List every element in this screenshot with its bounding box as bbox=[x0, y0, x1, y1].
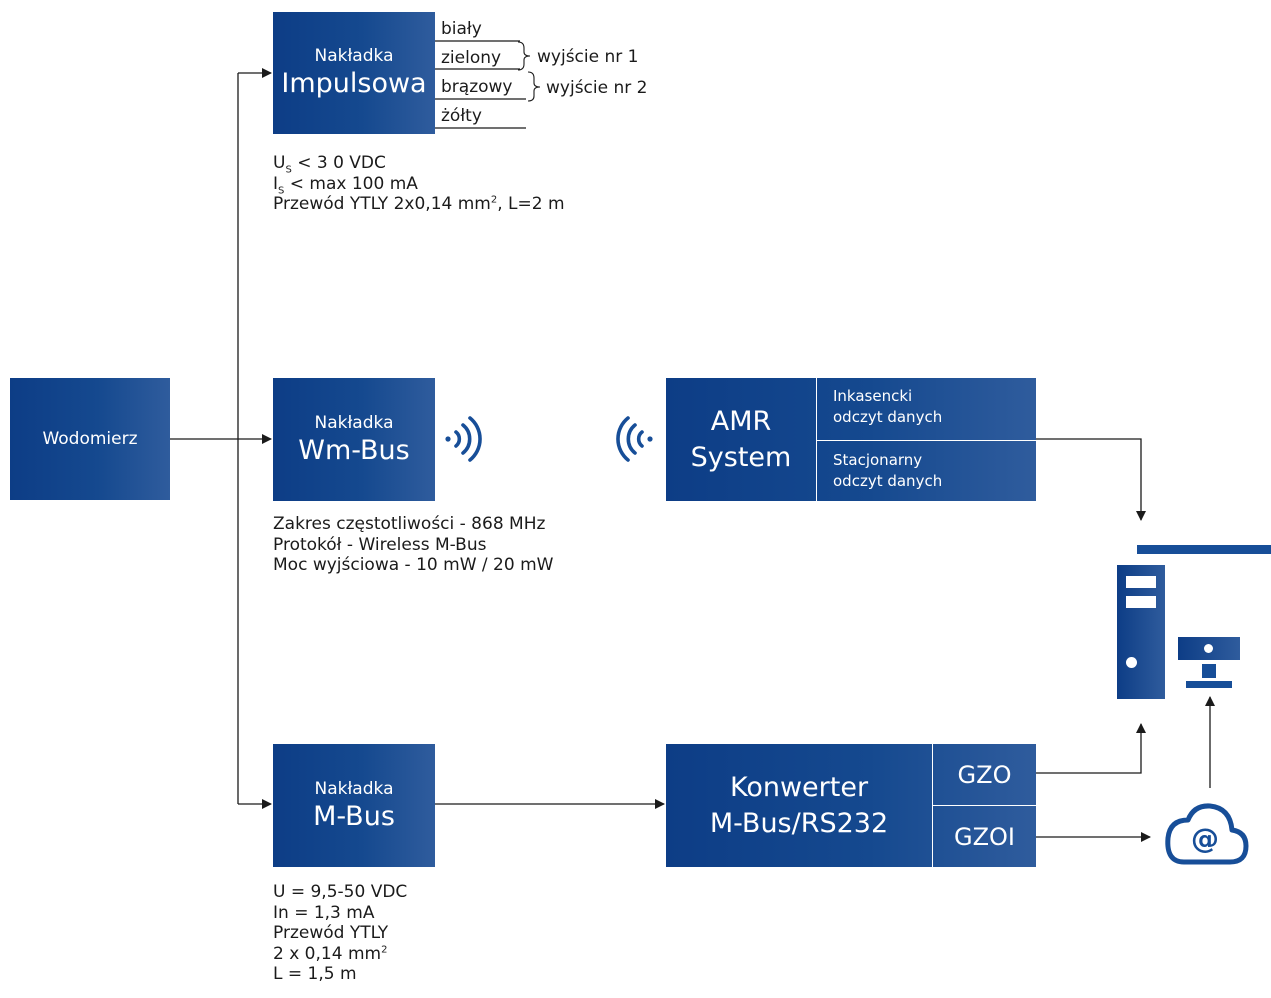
impulse-spec-is: IS < max 100 mA bbox=[273, 173, 418, 196]
wmbus-spec: Zakres częstotliwości - 868 MHz Protokół… bbox=[273, 514, 553, 576]
wire-label-brown: brązowy bbox=[441, 77, 513, 97]
wire-label-yellow: żółty bbox=[441, 106, 482, 126]
brace-output-2 bbox=[527, 71, 541, 102]
mbus-spec: U = 9,5-50 VDC In = 1,3 mA Przewód YTLY … bbox=[273, 882, 407, 985]
wodomierz-box: Wodomierz bbox=[10, 378, 170, 500]
at-sign: @ bbox=[1191, 822, 1219, 855]
mbus-spec-len: L = 1,5 m bbox=[273, 964, 357, 984]
amr-divider-vertical bbox=[816, 378, 817, 501]
konwerter-box: Konwerter M-Bus/RS232 GZO GZOI bbox=[666, 744, 1036, 867]
wireless-signal-icon bbox=[616, 416, 653, 462]
mbus-overlay-small: Nakładka bbox=[314, 778, 394, 799]
impulse-spec-us: US < 3 0 VDC bbox=[273, 153, 386, 176]
edge-amr-server bbox=[1036, 438, 1146, 521]
output-2-label: wyjście nr 2 bbox=[546, 78, 648, 98]
konwerter-title: Konwerter M-Bus/RS232 bbox=[666, 744, 932, 867]
mbus-spec-in: In = 1,3 mA bbox=[273, 902, 375, 923]
output-1-label: wyjście nr 1 bbox=[537, 47, 639, 67]
amr-divider-horizontal bbox=[817, 440, 1036, 441]
brace-output-1 bbox=[517, 41, 531, 71]
impulse-spec-cable: Przewód YTLY 2x0,14 mm2, L=2 m bbox=[273, 194, 565, 214]
impulse-spec: US < 3 0 VDC IS < max 100 mA Przewód YTL… bbox=[273, 153, 565, 215]
impulse-overlay-title: Impulsowa bbox=[281, 68, 427, 99]
wire-label-green: zielony bbox=[441, 48, 502, 68]
amr-system-title: AMR System bbox=[666, 378, 816, 501]
mbus-overlay-box: Nakładka M-Bus bbox=[273, 744, 435, 867]
wmbus-overlay-title: Wm-Bus bbox=[298, 434, 410, 466]
mbus-spec-cross: 2 x 0,14 mm2 bbox=[273, 943, 388, 964]
wire-label-white: biały bbox=[441, 19, 482, 39]
konwerter-line1: Konwerter bbox=[729, 771, 869, 803]
konwerter-gzo: GZO bbox=[957, 760, 1012, 789]
wmbus-spec-line: Zakres częstotliwości - 868 MHz bbox=[273, 514, 546, 534]
amr-cell-inkasencki: Inkasencki odczyt danych bbox=[833, 387, 943, 426]
cloud-email-icon: @ bbox=[1165, 803, 1249, 865]
mbus-overlay-title: M-Bus bbox=[313, 800, 395, 832]
wmbus-spec-line: Protokół - Wireless M-Bus bbox=[273, 534, 487, 555]
wmbus-spec-line: Moc wyjściowa - 10 mW / 20 mW bbox=[273, 555, 554, 575]
wmbus-overlay-small: Nakładka bbox=[314, 412, 394, 433]
wmbus-overlay-box: Nakładka Wm-Bus bbox=[273, 378, 435, 501]
konwerter-divider-horizontal bbox=[933, 805, 1036, 806]
mbus-spec-u: U = 9,5-50 VDC bbox=[273, 882, 408, 902]
monitor-icon bbox=[1178, 637, 1240, 689]
amr-title-line2: System bbox=[690, 441, 792, 473]
impulse-overlay-small: Nakładka bbox=[314, 46, 394, 66]
amr-cell-stacjonarny: Stacjonarny odczyt danych bbox=[833, 451, 943, 490]
server-top-bar bbox=[1137, 545, 1271, 554]
wireless-signal-icon bbox=[445, 416, 482, 462]
wodomierz-label: Wodomierz bbox=[42, 429, 138, 449]
amr-system-box: AMR System Inkasencki odczyt danych Stac… bbox=[666, 378, 1036, 501]
mbus-spec-cable: Przewód YTLY bbox=[273, 923, 389, 943]
konwerter-divider-vertical bbox=[932, 744, 933, 867]
edge-gzo-server bbox=[1036, 723, 1146, 774]
server-tower-icon bbox=[1117, 565, 1165, 699]
impulse-overlay-box: Nakładka Impulsowa bbox=[273, 12, 435, 134]
konwerter-gzoi: GZOI bbox=[953, 822, 1015, 851]
amr-title-line1: AMR bbox=[710, 405, 772, 437]
konwerter-line2: M-Bus/RS232 bbox=[709, 807, 889, 839]
